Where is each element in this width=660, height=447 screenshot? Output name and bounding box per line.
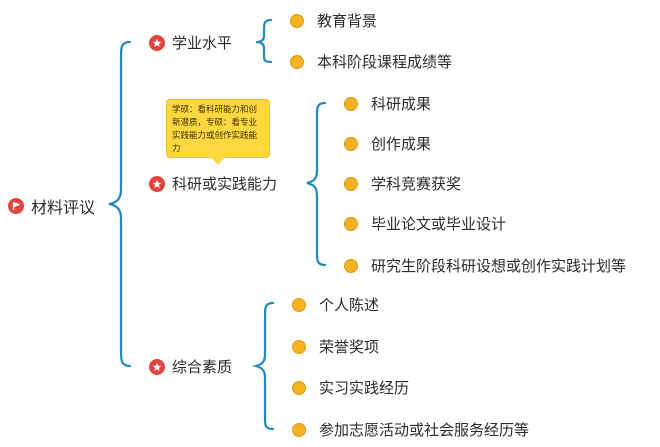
leaf-node[interactable]: 科研成果 <box>344 93 431 114</box>
flag-icon <box>8 198 24 214</box>
leaf-label: 研究生阶段科研设想或创作实践计划等 <box>371 257 627 275</box>
dot-icon <box>292 297 306 312</box>
dot-icon <box>344 96 358 111</box>
leaf-node[interactable]: 荣誉奖项 <box>292 336 379 357</box>
branch-node-zonghe[interactable]: 综合素质 <box>149 356 232 377</box>
star-icon <box>149 34 165 51</box>
leaf-node[interactable]: 本科阶段课程成绩等 <box>290 51 452 72</box>
dot-icon <box>344 136 358 151</box>
branch-label: 科研或实践能力 <box>172 175 278 193</box>
note-callout: 学硕：看科研能力和创新潜质，专硕：看专业实践能力或创作实践能力 <box>166 99 270 158</box>
leaf-node[interactable]: 毕业论文或毕业设计 <box>344 213 506 234</box>
leaf-label: 教育背景 <box>317 12 378 30</box>
branch-label: 学业水平 <box>172 34 233 52</box>
dot-icon <box>292 339 306 354</box>
branch-bracket-xueye <box>255 18 273 64</box>
root-label: 材料评议 <box>31 198 96 217</box>
dot-icon <box>344 216 358 231</box>
branch-label: 综合素质 <box>172 358 233 376</box>
leaf-label: 荣誉奖项 <box>319 338 380 356</box>
dot-icon <box>344 258 358 273</box>
dot-icon <box>290 54 304 69</box>
leaf-label: 个人陈述 <box>319 296 380 314</box>
branch-bracket-zonghe <box>252 301 275 431</box>
leaf-node[interactable]: 教育背景 <box>290 10 377 31</box>
leaf-node[interactable]: 学科竞赛获奖 <box>344 173 461 194</box>
leaf-label: 科研成果 <box>371 95 432 113</box>
leaf-label: 实习实践经历 <box>319 379 410 397</box>
dot-icon <box>290 13 304 28</box>
leaf-label: 学科竞赛获奖 <box>371 175 462 193</box>
root-node[interactable]: 材料评议 <box>8 194 95 218</box>
leaf-node[interactable]: 参加志愿活动或社会服务经历等 <box>292 419 529 440</box>
dot-icon <box>292 422 306 437</box>
branch-bracket-keyan <box>306 101 327 267</box>
leaf-node[interactable]: 创作成果 <box>344 133 431 154</box>
leaf-label: 参加志愿活动或社会服务经历等 <box>319 421 530 439</box>
branch-node-xueye[interactable]: 学业水平 <box>149 32 232 53</box>
leaf-node[interactable]: 个人陈述 <box>292 294 379 315</box>
leaf-label: 本科阶段课程成绩等 <box>317 53 453 71</box>
leaf-node[interactable]: 实习实践经历 <box>292 377 409 398</box>
dot-icon <box>344 176 358 191</box>
leaf-label: 毕业论文或毕业设计 <box>371 215 507 233</box>
root-bracket <box>108 40 132 368</box>
star-icon <box>149 358 165 375</box>
dot-icon <box>292 380 306 395</box>
star-icon <box>149 175 165 192</box>
leaf-label: 创作成果 <box>371 135 432 153</box>
branch-node-keyan[interactable]: 科研或实践能力 <box>149 173 277 194</box>
note-callout-pointer <box>211 157 225 165</box>
leaf-node[interactable]: 研究生阶段科研设想或创作实践计划等 <box>344 255 626 276</box>
